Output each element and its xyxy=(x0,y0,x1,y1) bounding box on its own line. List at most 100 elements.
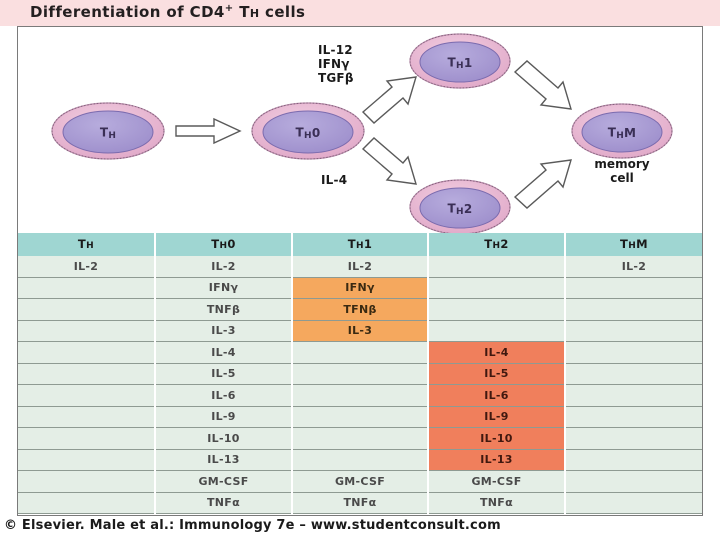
table-cell-r2-c1: TNFβ xyxy=(155,298,293,320)
table-cell-r5-c1: IL-5 xyxy=(155,362,293,385)
table-cell-r3-c0 xyxy=(18,319,156,342)
table-cell-r4-c2 xyxy=(292,341,429,363)
cell-th0: TH0 xyxy=(251,102,365,160)
table-cell-r1-c2: IFNγ xyxy=(292,276,429,299)
arrow-th0-to-th1 xyxy=(361,76,417,124)
table-row: IL-10 IL-10 xyxy=(18,427,702,449)
table-row: IL-6 IL-6 xyxy=(18,384,702,406)
cell-th: TH xyxy=(51,102,165,160)
table-cell-r2-c3 xyxy=(428,298,566,320)
table-cell-r8-c2 xyxy=(292,427,429,449)
table-cell-r6-c4 xyxy=(565,384,702,406)
arrow-th0-to-th2 xyxy=(361,137,417,185)
th2-driver-label: IL-4 xyxy=(321,173,347,187)
table-row: IL-5 IL-5 xyxy=(18,362,702,385)
cell-thm: THM xyxy=(571,103,673,159)
cell-th2-label: TH2 xyxy=(448,202,473,217)
table-cell-r0-c2: IL-2 xyxy=(292,255,429,277)
table-cell-r7-c3: IL-9 xyxy=(428,405,566,428)
table-cell-r11-c3: TNFα xyxy=(428,491,566,514)
title-bar: Differentiation of CD4+ TH cells xyxy=(0,0,720,26)
table-cell-r0-c0: IL-2 xyxy=(18,255,156,277)
table-header-th1: TH1 xyxy=(292,233,429,256)
table-cell-r5-c0 xyxy=(18,362,156,385)
table-cell-r3-c3 xyxy=(428,319,566,342)
table-header-th: TH xyxy=(18,233,156,256)
table-cell-r7-c2 xyxy=(292,405,429,428)
cell-thm-label: THM xyxy=(608,126,637,141)
table-cell-r1-c4 xyxy=(565,276,702,299)
table-cell-r9-c4 xyxy=(565,448,702,471)
table-cell-r2-c0 xyxy=(18,298,156,320)
page-title-cells: cells xyxy=(259,3,306,21)
table-cell-r11-c2: TNFα xyxy=(292,491,429,514)
table-cell-r0-c3 xyxy=(428,255,566,277)
table-cell-r10-c3: GM-CSF xyxy=(428,470,566,492)
table-row: IL-4 IL-4 xyxy=(18,341,702,363)
table-row: IL-13 IL-13 xyxy=(18,448,702,471)
arrow-th2-to-thm xyxy=(513,159,572,209)
table-cell-r9-c2 xyxy=(292,448,429,471)
table-cell-r11-c4 xyxy=(565,491,702,514)
diagram-canvas: TH TH0 TH1 TH2 xyxy=(51,33,673,233)
table-cell-r6-c2 xyxy=(292,384,429,406)
table-cell-r0-c1: IL-2 xyxy=(155,255,293,277)
page-title-superscript: + xyxy=(224,3,234,14)
cell-th1-label: TH1 xyxy=(448,56,473,71)
page-title: Differentiation of CD4+ TH cells xyxy=(30,3,305,21)
table-cell-r4-c4 xyxy=(565,341,702,363)
table-cell-r5-c4 xyxy=(565,362,702,385)
page-title-h: H xyxy=(249,7,260,20)
table-header-th0: TH0 xyxy=(155,233,293,256)
table-cell-r5-c2 xyxy=(292,362,429,385)
table-cell-r1-c3 xyxy=(428,276,566,299)
table-row: IL-9 IL-9 xyxy=(18,405,702,428)
page-title-prefix: Differentiation of CD4 xyxy=(30,3,225,21)
table-cell-r3-c2: IL-3 xyxy=(292,319,429,342)
page-title-t: T xyxy=(239,3,250,21)
th1-driver-label-3: TGFβ xyxy=(318,71,354,85)
table-cell-r10-c4 xyxy=(565,470,702,492)
table-cell-r8-c1: IL-10 xyxy=(155,427,293,449)
table-header-th2: TH2 xyxy=(428,233,566,256)
table-cell-r3-c4 xyxy=(565,319,702,342)
table-cell-r9-c3: IL-13 xyxy=(428,448,566,471)
figure-frame: TH TH0 TH1 TH2 xyxy=(17,26,703,516)
table-cell-r11-c1: TNFα xyxy=(155,491,293,514)
table-cell-r1-c1: IFNγ xyxy=(155,276,293,299)
th1-driver-label-2: IFNγ xyxy=(318,57,350,71)
table-cell-r0-c4: IL-2 xyxy=(565,255,702,277)
table-cell-r7-c4 xyxy=(565,405,702,428)
differentiation-diagram: TH TH0 TH1 TH2 xyxy=(18,27,702,233)
table-header-thm: THM xyxy=(565,233,702,256)
table-cell-r7-c1: IL-9 xyxy=(155,405,293,428)
table-cell-r9-c0 xyxy=(18,448,156,471)
table-cell-r2-c2: TFNβ xyxy=(292,298,429,320)
table-cell-r5-c3: IL-5 xyxy=(428,362,566,385)
th1-driver-label-1: IL-12 xyxy=(318,43,353,57)
table-cell-r4-c1: IL-4 xyxy=(155,341,293,363)
cell-th0-label: TH0 xyxy=(296,126,321,141)
table-cell-r6-c3: IL-6 xyxy=(428,384,566,406)
table-cell-r4-c3: IL-4 xyxy=(428,341,566,363)
table-cell-r10-c0 xyxy=(18,470,156,492)
table-cell-r8-c3: IL-10 xyxy=(428,427,566,449)
table-cell-r7-c0 xyxy=(18,405,156,428)
cell-th2: TH2 xyxy=(409,179,511,233)
table-cell-r6-c1: IL-6 xyxy=(155,384,293,406)
table-cell-r9-c1: IL-13 xyxy=(155,448,293,471)
memory-cell-caption-line2: cell xyxy=(610,171,633,185)
cell-th1: TH1 xyxy=(409,33,511,89)
copyright-credit: © Elsevier. Male et al.: Immunology 7e –… xyxy=(4,518,501,533)
table-cell-r3-c1: IL-3 xyxy=(155,319,293,342)
table-cell-r11-c0 xyxy=(18,491,156,514)
arrow-th1-to-thm xyxy=(513,60,572,110)
